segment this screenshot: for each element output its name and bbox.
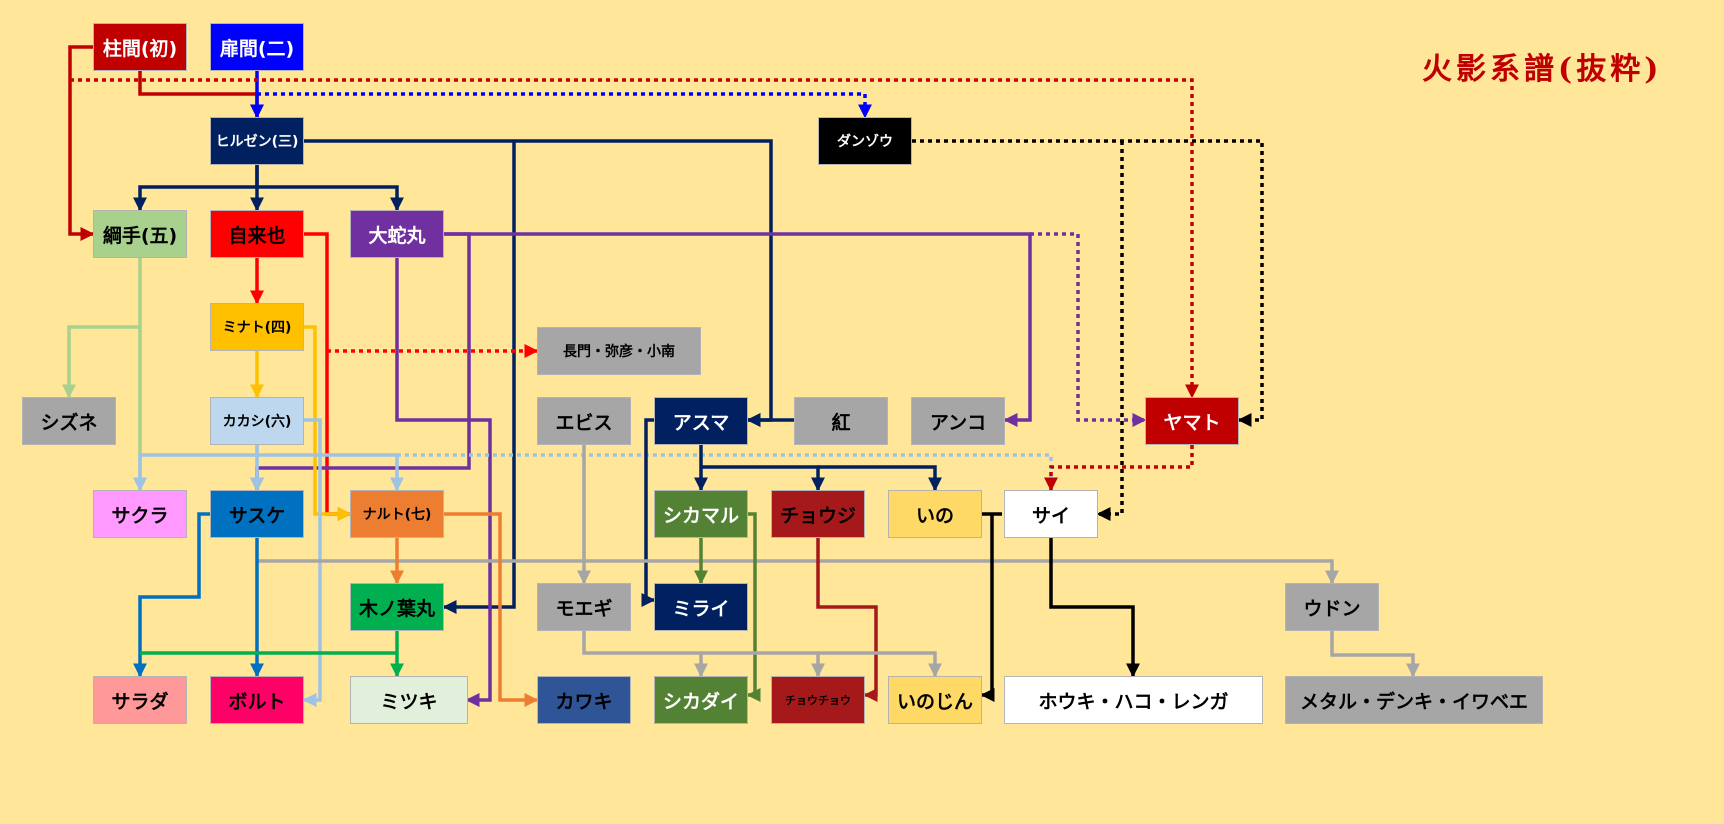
edge-kakashi-to-sakura [133, 445, 259, 492]
node-orochimaru: 大蛇丸 [350, 210, 444, 258]
node-yamato: ヤマト [1145, 397, 1239, 445]
edge-orochimaru-to-anko [444, 232, 1032, 427]
edge-hiruzen-to-asuma [304, 139, 773, 427]
edge-hashirama-to-tsunade [68, 45, 95, 241]
node-sai: サイ [1004, 490, 1098, 538]
node-udon: ウドン [1285, 583, 1379, 631]
node-shikadai: シカダイ [654, 676, 748, 724]
edge-hashirama-to-hiruzen [138, 71, 264, 119]
edge-danzo-to-yamato [912, 139, 1264, 427]
node-kurenai: 紅 [794, 397, 888, 445]
node-sakura: サクラ [93, 490, 187, 538]
node-naruto: ナルト(七) [350, 490, 444, 538]
edge-hiruzen-to-konohamaru [442, 141, 516, 614]
edge-ebisu-to-udon [257, 559, 1339, 585]
node-shizune: シズネ [22, 397, 116, 445]
node-hiruzen: ヒルゼン(三) [210, 117, 304, 165]
node-mitsuki: ミツキ [350, 676, 468, 724]
edge-choji-to-chocho [816, 538, 878, 702]
node-inojin: いのじん [888, 676, 982, 724]
node-ino: いの [888, 490, 982, 538]
node-kawaki: カワキ [537, 676, 631, 724]
edge-moegi-to-inojin [818, 651, 942, 678]
node-shikamaru: シカマル [654, 490, 748, 538]
edge-kakashi-to-sai [397, 453, 1058, 492]
edge-yamato-to-sai [1044, 445, 1194, 492]
edge-sai-to-houki [1049, 538, 1140, 678]
edge-orochimaru-to-yamato [1030, 232, 1147, 427]
node-danzo: ダンゾウ [818, 117, 912, 165]
node-boruto: ボルト [210, 676, 304, 724]
edge-jiraiya-to-naruto [304, 232, 352, 521]
node-moegi: モエギ [537, 583, 631, 631]
node-choji: チョウジ [771, 490, 865, 538]
edge-naruto-to-kawaki [444, 512, 539, 707]
diagram-title: 火影系譜(抜粋) [1422, 52, 1663, 87]
edge-hiruzen-to-orochimaru [257, 185, 404, 212]
node-kakashi: カカシ(六) [210, 397, 304, 445]
edge-ino-to-inojin [980, 512, 1002, 702]
node-houki: ホウキ・ハコ・レンガ [1004, 676, 1263, 724]
edge-moegi-to-chocho [701, 651, 825, 678]
edge-sasuke-to-sarada [133, 512, 210, 678]
node-mirai: ミライ [654, 583, 748, 631]
edge-orochimaru-to-mitsuki [395, 258, 492, 707]
edge-tsunade-to-shizune [62, 258, 142, 399]
node-minato: ミナト(四) [210, 303, 304, 351]
node-jiraiya: 自来也 [210, 210, 304, 258]
node-sarada: サラダ [93, 676, 187, 724]
node-tobirama: 扉間(二) [210, 23, 304, 71]
edge-asuma-to-mirai [641, 418, 656, 607]
edge-udon-to-metal [1330, 631, 1420, 678]
node-hashirama: 柱間(初) [93, 23, 187, 71]
edge-hashirama-to-yamato [70, 78, 1199, 399]
edge-danzo-to-sai [1096, 141, 1124, 521]
node-asuma: アスマ [654, 397, 748, 445]
edge-hiruzen-to-tsunade [133, 165, 259, 212]
node-ebisu: エビス [537, 397, 631, 445]
node-metal: メタル・デンキ・イワベエ [1285, 676, 1543, 724]
node-sasuke: サスケ [210, 490, 304, 538]
node-konohamaru: 木ノ葉丸 [350, 583, 444, 631]
edge-shikamaru-to-shikadai [746, 512, 761, 702]
node-tsunade: 綱手(五) [93, 210, 187, 258]
node-nagato: 長門・弥彦・小南 [537, 327, 701, 375]
edge-konohamaru-to-sarada [140, 631, 399, 655]
edge-tobirama-to-danzo [257, 92, 872, 119]
node-anko: アンコ [911, 397, 1005, 445]
edge-orochimaru-to-sasuke [250, 232, 471, 492]
edge-asuma-to-choji [701, 465, 825, 492]
node-chocho: チョウチョウ [771, 676, 865, 724]
edge-asuma-to-ino [818, 465, 942, 492]
edge-moegi-to-shikadai [582, 631, 708, 678]
